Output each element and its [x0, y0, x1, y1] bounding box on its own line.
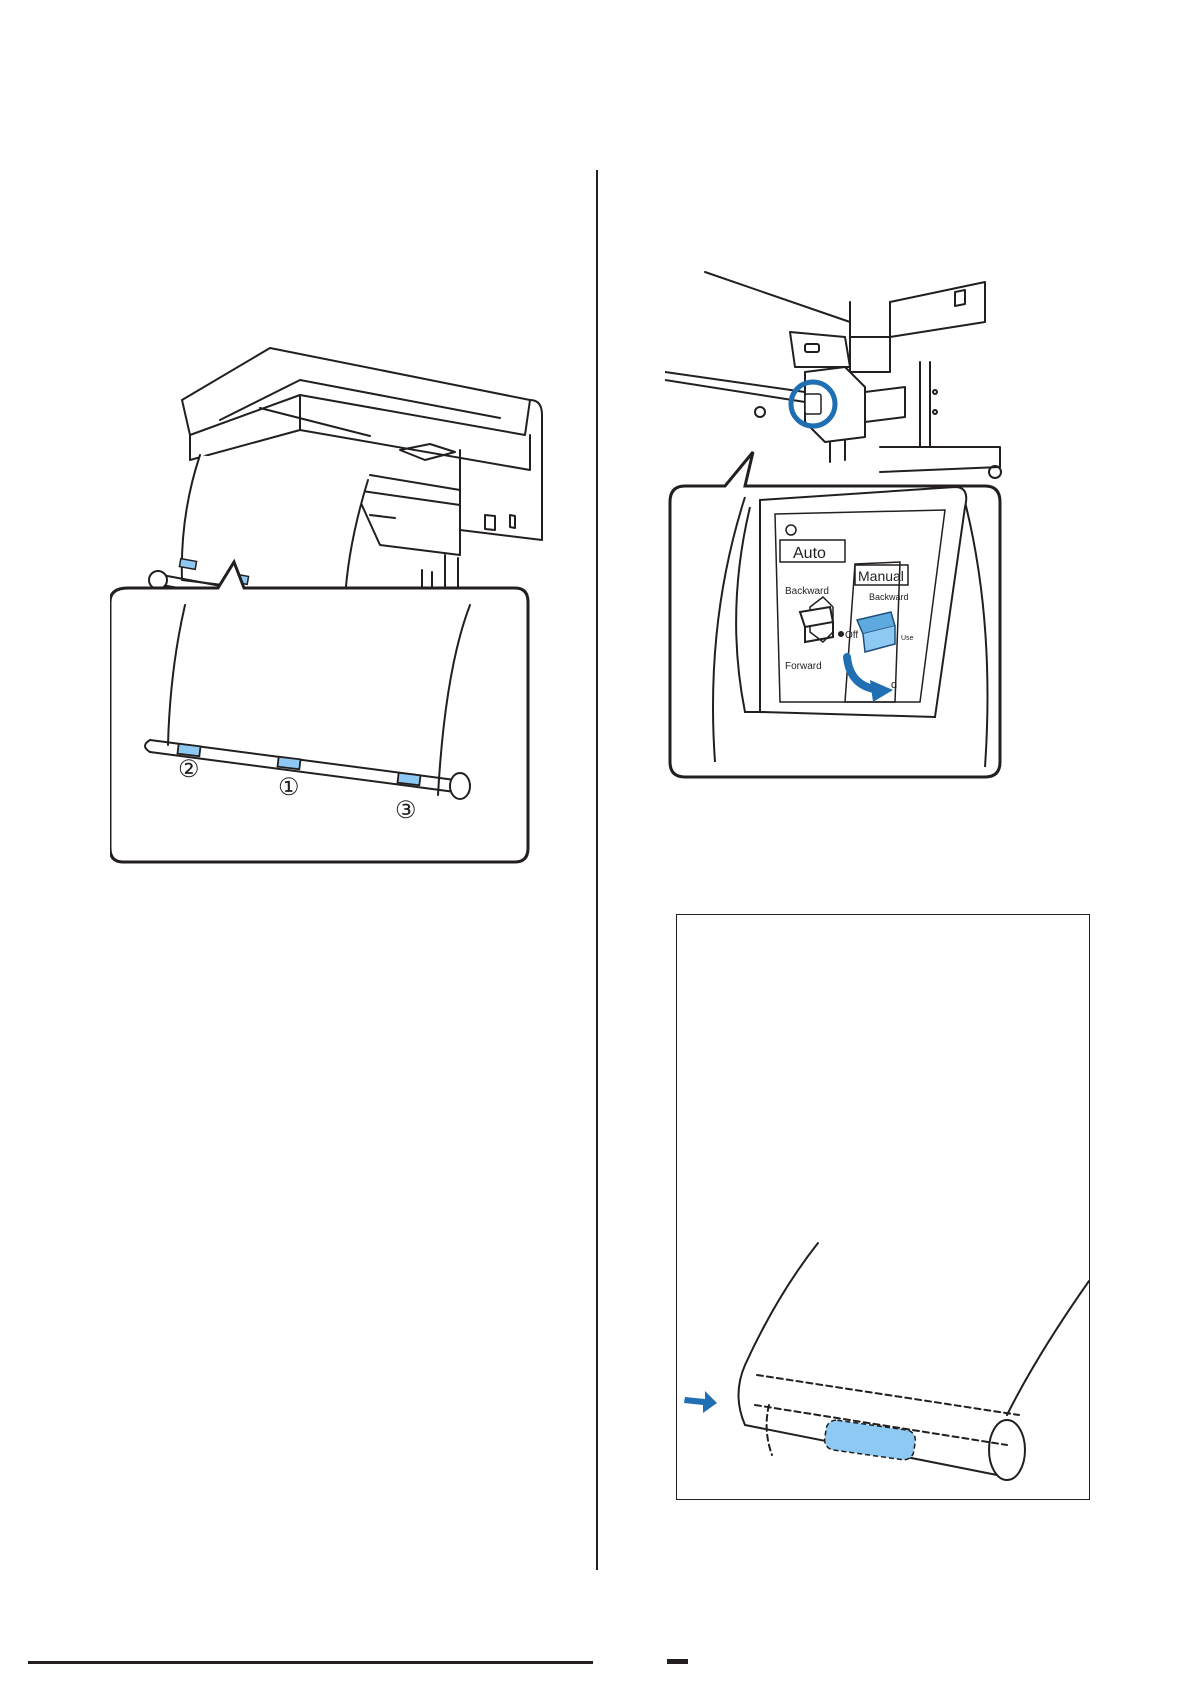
manual-backward-label: Backward: [869, 592, 909, 602]
auto-label: Auto: [793, 545, 826, 562]
manual-forward-partial: d: [891, 679, 897, 691]
callout-number-3: ③: [395, 797, 417, 824]
manual-side-label: Use: [901, 635, 914, 642]
callout-number-2: ②: [178, 756, 200, 783]
right-arrow-icon: [684, 1391, 717, 1413]
footer-mark: [667, 1659, 688, 1664]
auto-forward-label: Forward: [785, 661, 822, 672]
auto-take-up-switch-illustration: Auto Manual Backward Forward Off Backwar…: [665, 262, 1085, 780]
tape-piece: [823, 1419, 916, 1461]
callout-number-1: ①: [278, 774, 300, 801]
auto-backward-label: Backward: [785, 586, 829, 597]
footer-rule: [28, 1661, 593, 1664]
roll-icon: [677, 915, 1089, 1499]
paper-roll-frame: [676, 914, 1090, 1500]
manual-label: Manual: [858, 568, 904, 584]
column-divider: [596, 170, 598, 1570]
off-label: Off: [845, 630, 858, 641]
printer-taping-illustration: ② ① ③: [110, 340, 580, 865]
